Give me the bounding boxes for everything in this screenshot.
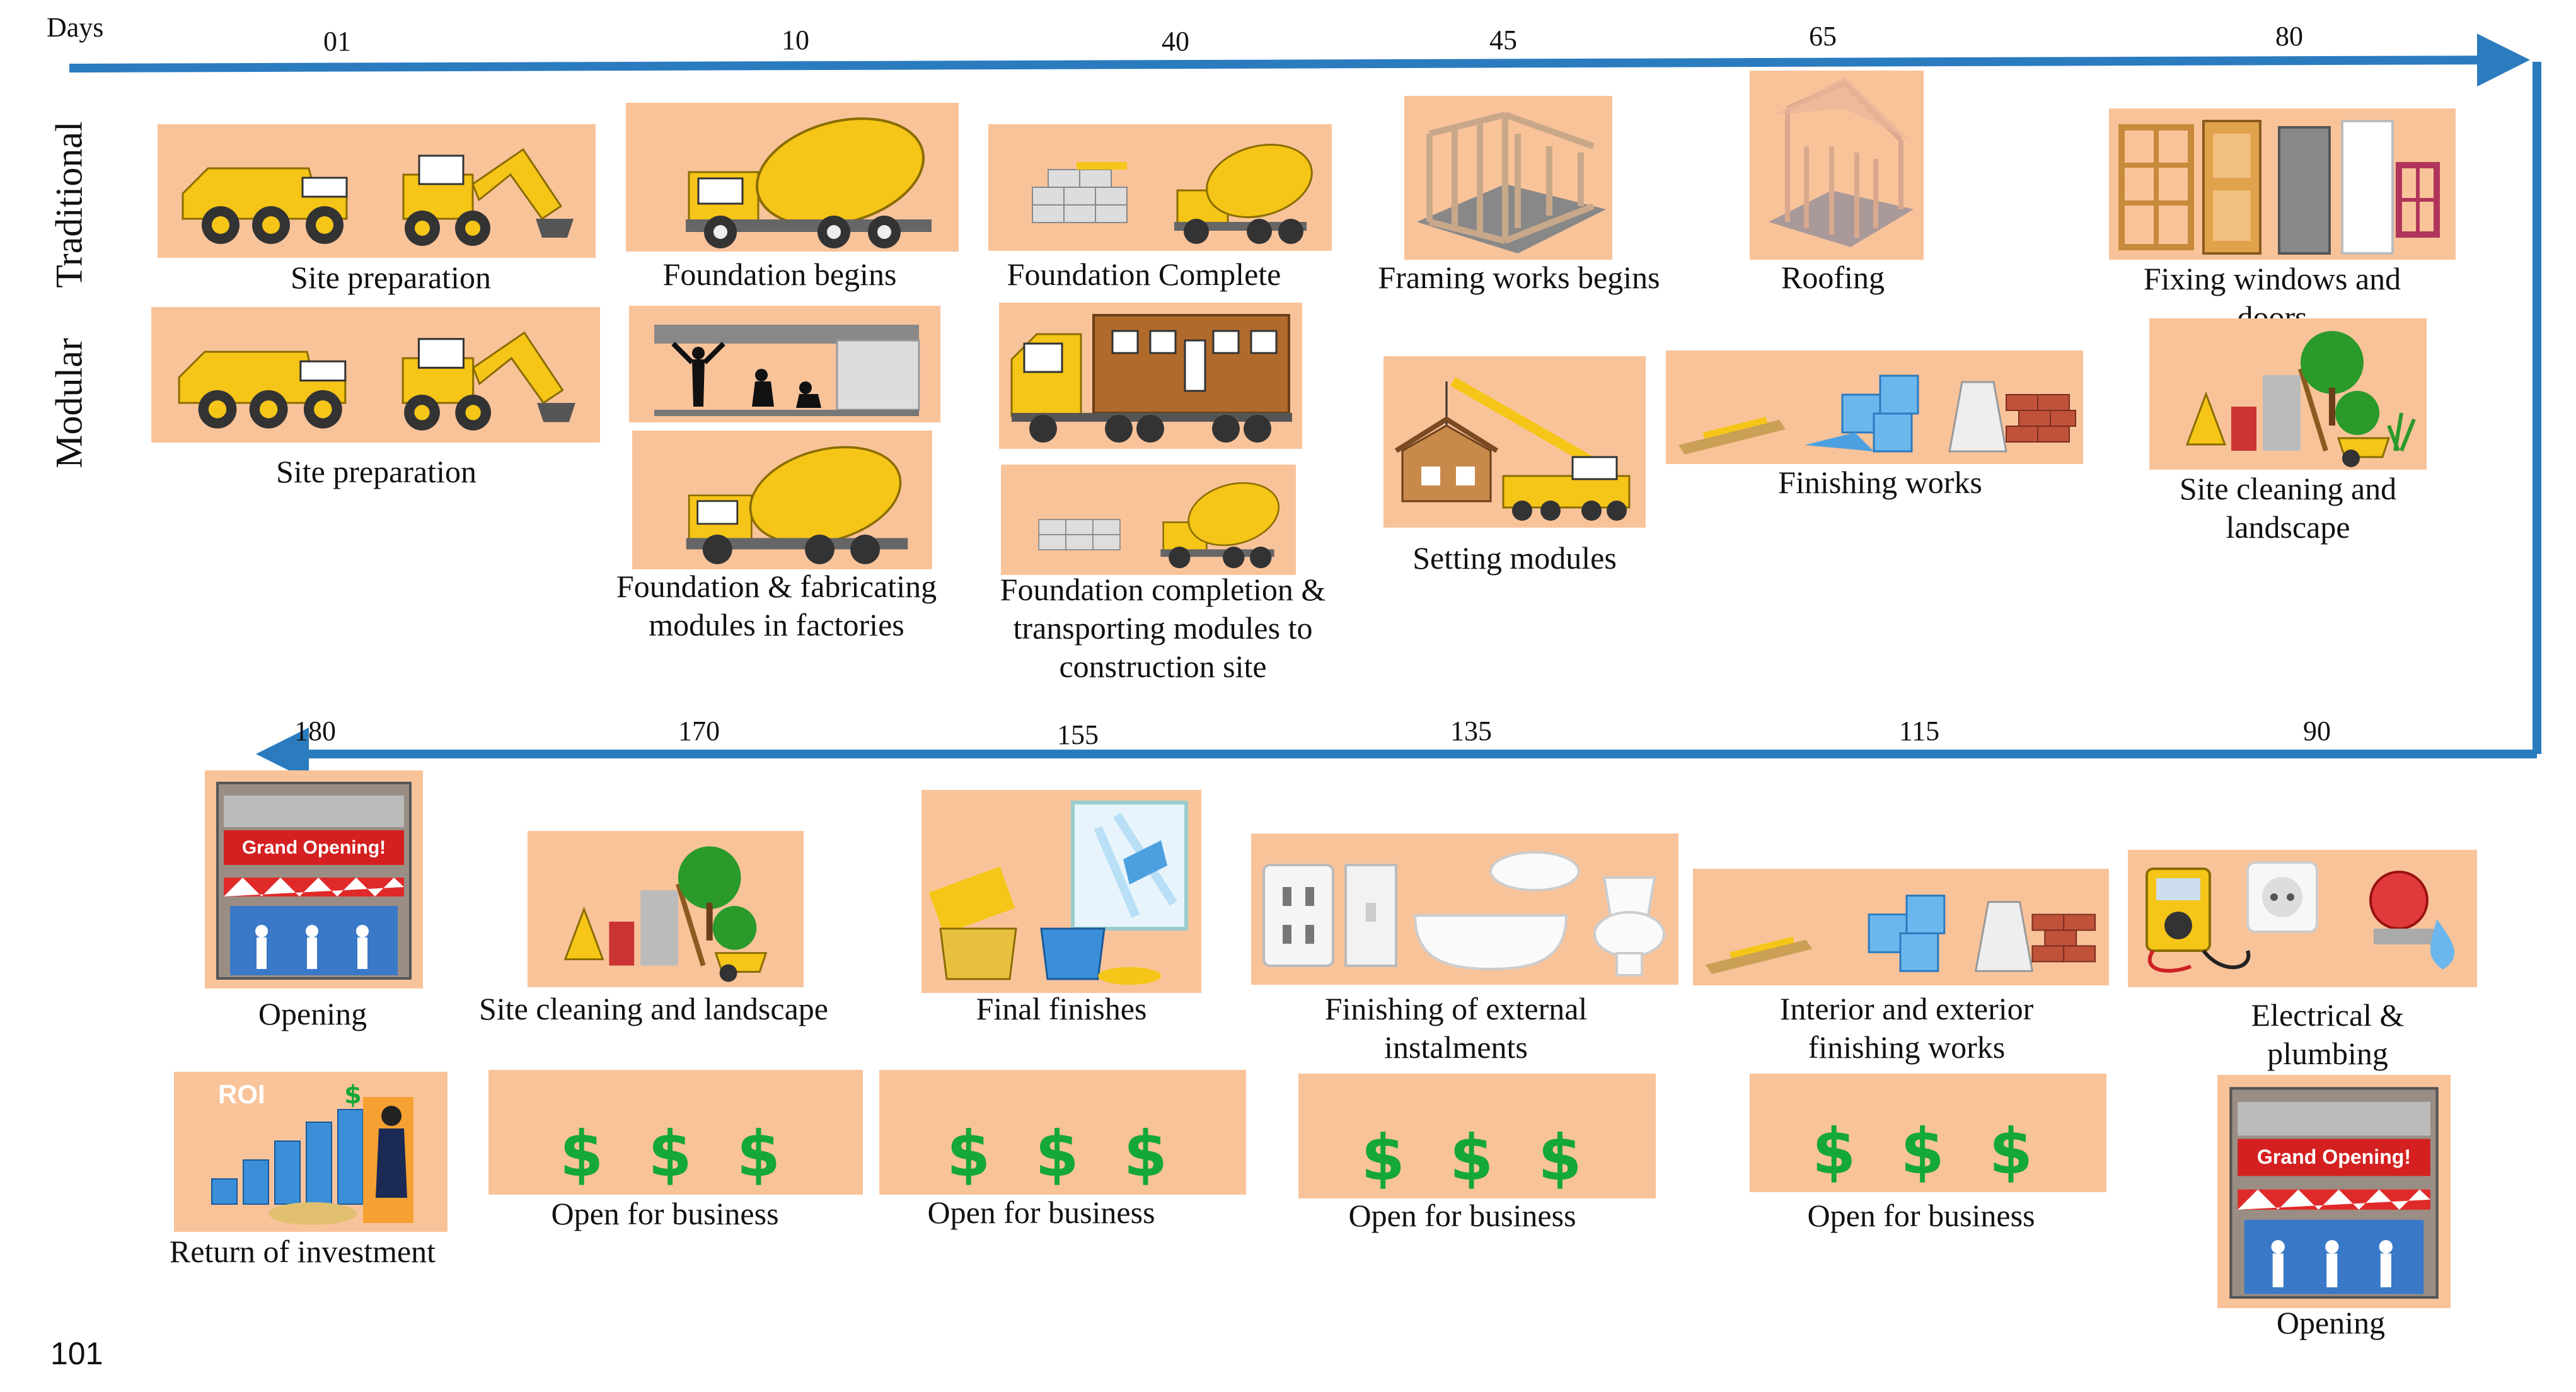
traditional-step-2-label: Foundation begins xyxy=(662,257,897,292)
money-icon: $ $ $ xyxy=(559,1117,792,1191)
traditional-step-8 xyxy=(528,831,804,987)
day-label-bottom-4: 135 xyxy=(1450,716,1492,746)
day-label-bottom-6: 90 xyxy=(2303,716,2331,746)
traditional-step-3-label: Foundation Complete xyxy=(1007,257,1281,292)
traditional-step-10-label: Finishing of external instalments xyxy=(1324,991,1588,1065)
grand-opening-sign: Grand Opening! xyxy=(242,837,386,858)
traditional-step-11 xyxy=(1693,869,2109,985)
traditional-step-3 xyxy=(988,124,1332,251)
modular-step-11: $ $ $ xyxy=(1750,1074,2106,1192)
money-icon: $ $ $ xyxy=(1361,1121,1593,1195)
traditional-step-5 xyxy=(1750,71,1924,260)
traditional-step-1-label: Site preparation xyxy=(291,260,491,295)
roi-badge: ROI xyxy=(218,1079,265,1109)
traditional-step-9-label: Final finishes xyxy=(976,991,1147,1026)
roof-icon xyxy=(1769,77,1914,247)
row-label-traditional: Traditional xyxy=(48,121,90,288)
traditional-step-5-label: Roofing xyxy=(1781,260,1885,295)
traditional-step-12 xyxy=(2128,850,2477,987)
modular-step-10-label: Open for business xyxy=(1348,1198,1576,1233)
day-label-bottom-2: 170 xyxy=(678,716,720,746)
modular-step-12: Grand Opening! xyxy=(2217,1075,2451,1308)
traditional-step-1 xyxy=(158,124,596,258)
earthmover-icon xyxy=(178,331,575,431)
traditional-step-8-label: Site cleaning and landscape xyxy=(479,991,828,1026)
cement-mixer-icon xyxy=(686,446,908,564)
modular-step-6 xyxy=(2149,318,2427,470)
modular-step-7-label: Return of investment xyxy=(169,1234,436,1269)
day-label-top-3: 40 xyxy=(1162,26,1189,57)
traditional-step-4 xyxy=(1404,96,1612,260)
modular-step-3a xyxy=(999,303,1302,449)
modular-step-7: ROI $ xyxy=(174,1072,448,1232)
modular-step-5 xyxy=(1666,351,2083,464)
traditional-step-6 xyxy=(2109,108,2456,260)
traditional-step-10 xyxy=(1251,833,1678,985)
modular-step-11-label: Open for business xyxy=(1807,1198,2035,1233)
storefront-icon: Grand Opening! xyxy=(216,782,412,980)
landscape-icon xyxy=(2185,331,2416,467)
modular-step-2b xyxy=(632,431,932,569)
modular-step-12-label: Opening xyxy=(2276,1305,2386,1340)
day-label-bottom-1: 180 xyxy=(294,716,336,746)
factory-workers-icon xyxy=(654,325,920,416)
day-label-bottom-3: 155 xyxy=(1057,719,1099,750)
modular-step-3-label: Foundation completion & transporting mod… xyxy=(1000,572,1326,684)
days-axis-label: Days xyxy=(47,12,104,43)
traditional-step-7-label: Opening xyxy=(258,996,367,1031)
electrical-plumbing-icon xyxy=(2146,861,2455,973)
day-label-bottom-5: 115 xyxy=(1898,716,1940,746)
modular-step-6-label: Site cleaning and landscape xyxy=(2179,471,2397,545)
day-label-top-1: 01 xyxy=(323,26,351,57)
traditional-step-9 xyxy=(921,790,1201,993)
roi-icon: ROI $ xyxy=(211,1079,413,1225)
module-truck-icon xyxy=(1010,314,1292,443)
day-label-top-6: 80 xyxy=(2275,21,2303,52)
day-label-top-4: 45 xyxy=(1489,25,1517,55)
modular-step-4-label: Setting modules xyxy=(1412,540,1617,576)
modular-step-2-label: Foundation & fabricating modules in fact… xyxy=(616,569,937,642)
modular-step-2a xyxy=(629,306,940,422)
crane-icon xyxy=(1394,377,1631,521)
storefront-icon: Grand Opening! xyxy=(2229,1087,2439,1299)
traditional-step-11-label: Interior and exterior finishing works xyxy=(1779,991,2034,1065)
paint-icon xyxy=(928,801,1188,985)
money-icon: $ $ $ xyxy=(1811,1115,2045,1188)
modular-step-8: $ $ $ xyxy=(488,1070,863,1195)
traditional-step-7: Grand Opening! xyxy=(205,770,423,989)
page-number: 101 xyxy=(50,1336,103,1371)
modular-step-5-label: Finishing works xyxy=(1778,465,1982,500)
modular-step-9: $ $ $ xyxy=(879,1070,1246,1195)
top-timeline-arrow xyxy=(69,33,2530,87)
row-label-modular: Modular xyxy=(48,338,90,468)
modular-step-3b xyxy=(1001,465,1296,575)
day-label-top-5: 65 xyxy=(1809,21,1837,52)
traditional-step-2 xyxy=(626,103,959,252)
finishing-tools-icon xyxy=(1705,895,2096,975)
cement-mixer-icon xyxy=(1038,482,1280,569)
frame-icon xyxy=(1417,112,1606,253)
modular-step-1 xyxy=(151,307,600,443)
landscape-icon xyxy=(563,846,768,982)
money-icon: $ $ $ xyxy=(946,1117,1179,1191)
modular-step-9-label: Open for business xyxy=(927,1195,1155,1230)
earthmover-icon xyxy=(182,148,574,246)
cement-mixer-icon xyxy=(686,117,932,248)
modular-step-10: $ $ $ xyxy=(1298,1074,1656,1198)
day-label-top-2: 10 xyxy=(782,25,809,55)
finishing-tools-icon xyxy=(1678,374,2076,455)
cement-mixer-icon xyxy=(1032,143,1313,244)
grand-opening-sign: Grand Opening! xyxy=(2257,1146,2411,1168)
sanitary-icon xyxy=(1262,851,1665,977)
traditional-step-4-label: Framing works begins xyxy=(1378,260,1660,295)
modular-step-8-label: Open for business xyxy=(551,1196,779,1231)
modular-step-1-label: Site preparation xyxy=(276,454,477,489)
modular-step-4 xyxy=(1383,356,1646,528)
svg-text:$: $ xyxy=(344,1081,362,1110)
windows-doors-icon xyxy=(2118,120,2440,255)
